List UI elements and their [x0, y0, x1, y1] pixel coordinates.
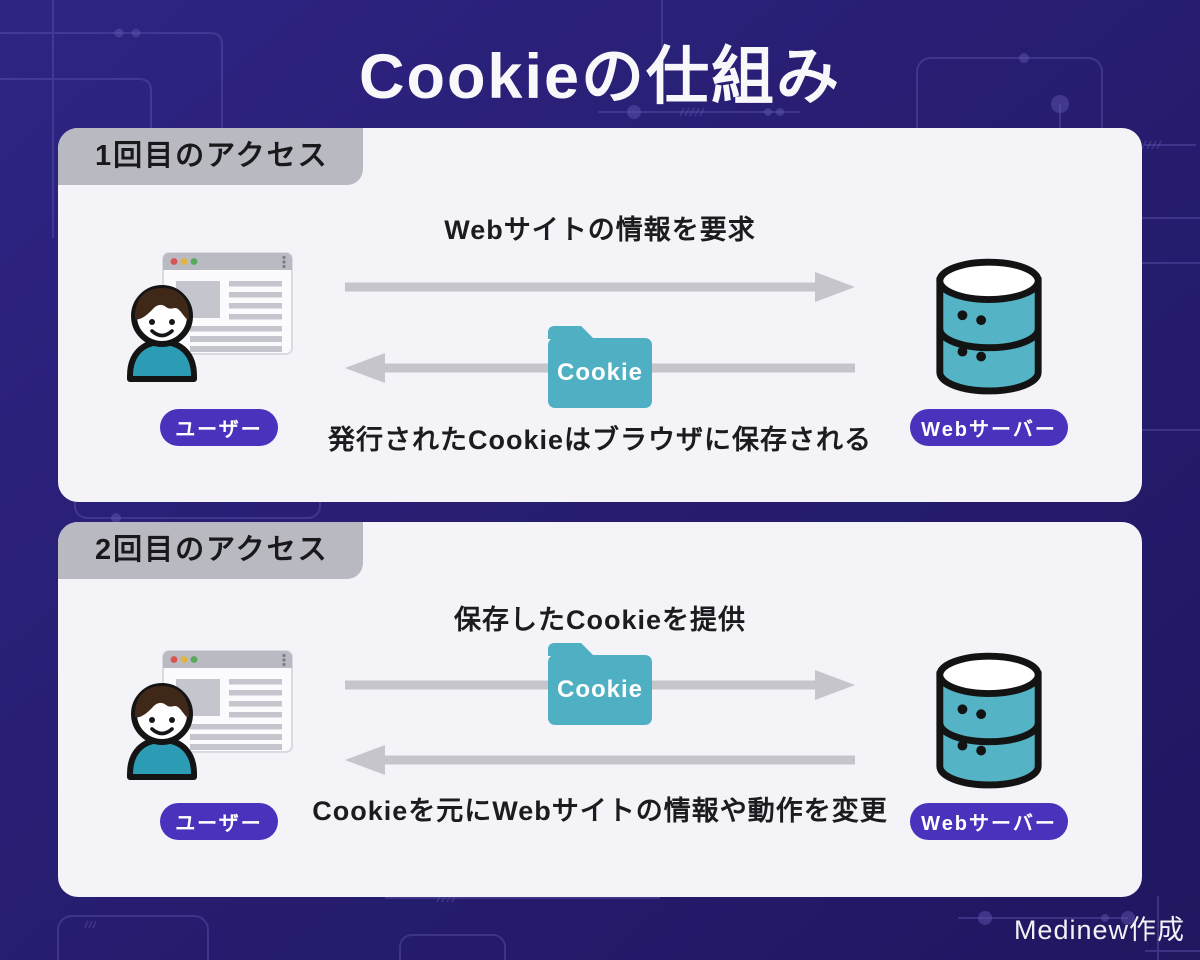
database-icon — [936, 652, 1042, 789]
cookie-folder-icon: Cookie — [548, 338, 652, 408]
request-text: Webサイトの情報を要求 — [444, 215, 756, 245]
panel-first-access: 1回目のアクセス Webサイトの情報を要求 Cookie 発行されたCookie… — [58, 128, 1142, 502]
server-figure — [930, 650, 1048, 798]
user-badge: ユーザー — [160, 409, 278, 446]
user-figure — [124, 250, 304, 382]
cookie-folder-icon: Cookie — [548, 655, 652, 725]
response-text: 発行されたCookieはブラウザに保存される — [327, 425, 873, 455]
arrow-right-icon — [345, 272, 855, 302]
panel-second-access: 2回目のアクセス 保存したCookieを提供 Cookie Cookieを元にW… — [58, 522, 1142, 897]
response-text: Cookieを元にWebサイトの情報や動作を変更 — [312, 796, 888, 826]
cookie-folder-label: Cookie — [556, 359, 643, 386]
user-figure — [124, 648, 304, 780]
cookie-folder-label: Cookie — [556, 676, 643, 703]
page-title: Cookieの仕組み — [358, 42, 842, 112]
section-heading: 2回目のアクセス — [58, 522, 363, 579]
credit-text: Medinew作成 — [1013, 915, 1185, 945]
server-figure — [930, 256, 1048, 404]
server-badge: Webサーバー — [910, 409, 1068, 446]
request-text: 保存したCookieを提供 — [453, 605, 747, 635]
database-icon — [936, 258, 1042, 395]
server-badge: Webサーバー — [910, 803, 1068, 840]
user-browser-icon — [127, 252, 293, 382]
arrow-left-icon — [345, 745, 855, 775]
user-badge: ユーザー — [160, 803, 278, 840]
section-heading: 1回目のアクセス — [58, 128, 363, 185]
user-browser-icon — [127, 650, 293, 780]
